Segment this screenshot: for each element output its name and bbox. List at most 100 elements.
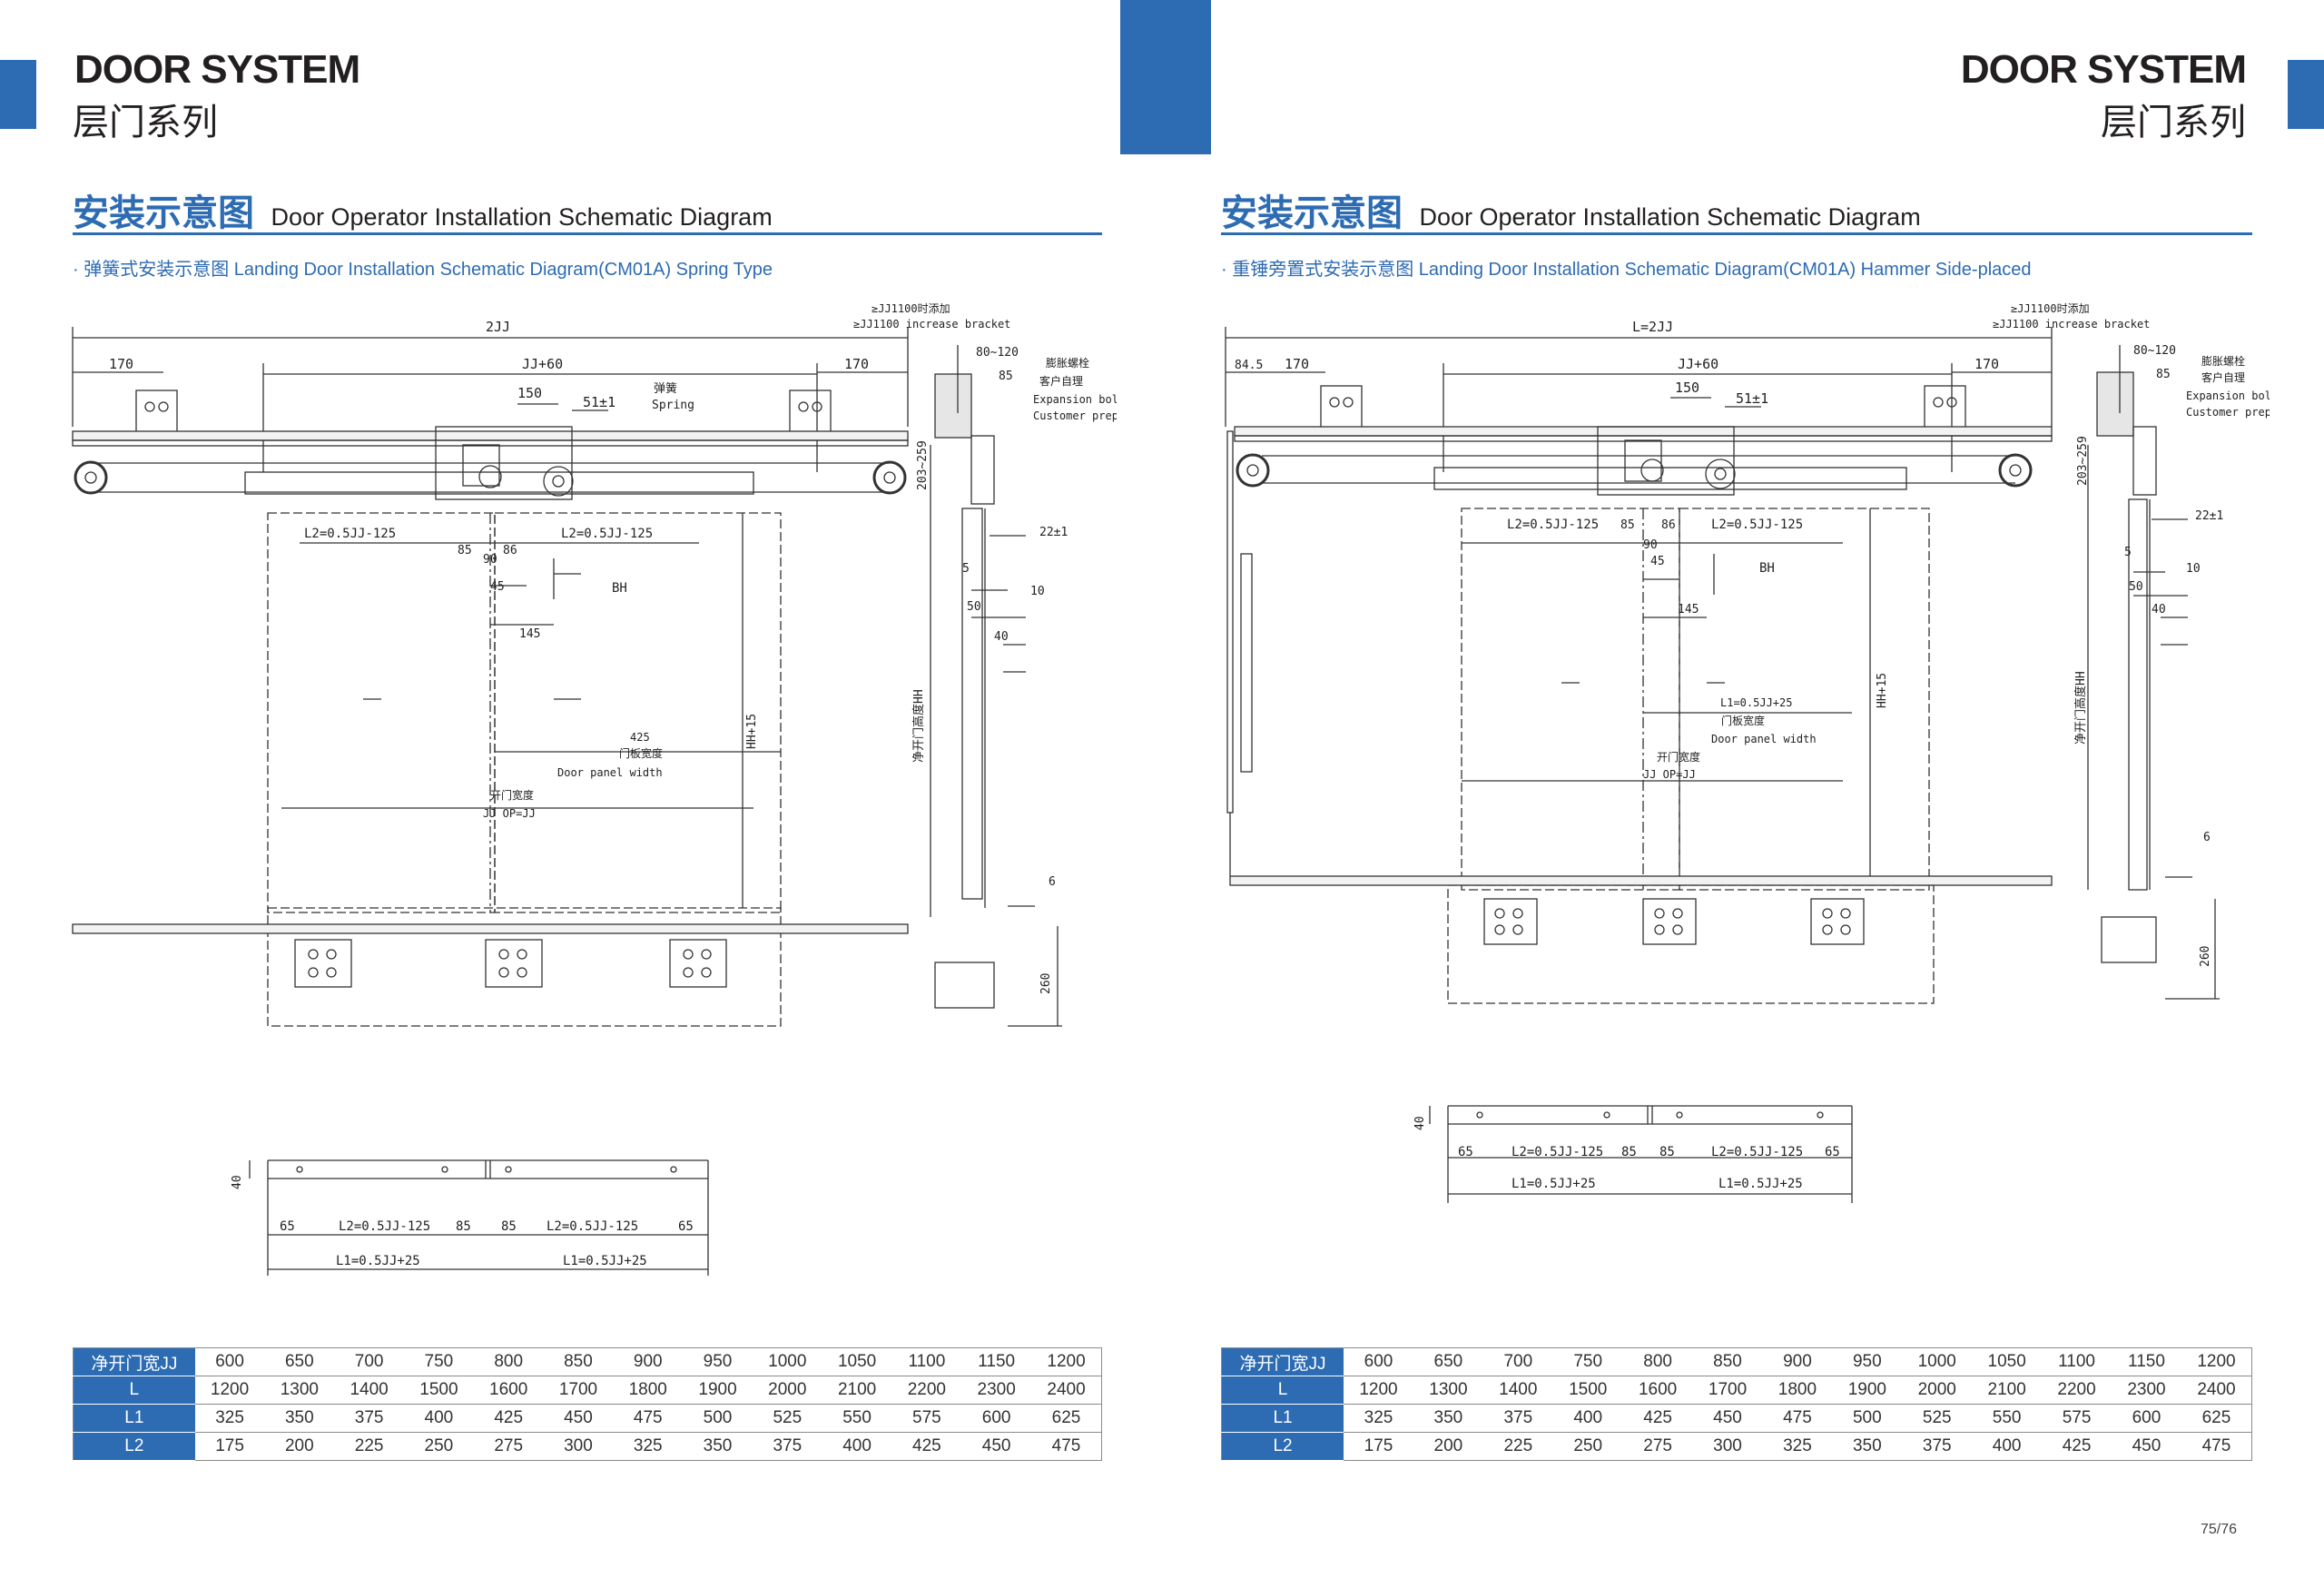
table-cell: 1700 <box>1692 1376 1763 1405</box>
center-spine-tab <box>1120 0 1211 154</box>
label-40: 40 <box>994 630 1009 644</box>
table-cell: 400 <box>404 1404 474 1433</box>
table-cell: 600 <box>2112 1404 2181 1433</box>
label-5: 5 <box>962 562 970 576</box>
label-bh: BH <box>612 581 627 596</box>
label-85-inner: 85 <box>458 544 472 557</box>
label-170b: 170 <box>844 356 869 372</box>
label-panel-en: Door panel width <box>557 766 663 779</box>
table-cell: 250 <box>1552 1432 1623 1461</box>
table-cell: 950 <box>683 1347 753 1376</box>
table-cell: 425 <box>1622 1404 1693 1433</box>
label-260: 260 <box>1039 973 1053 994</box>
table-cell: 575 <box>2042 1404 2112 1433</box>
label-bolt-cn: 膨胀螺栓 <box>2201 354 2245 368</box>
brand-title-right: DOOR SYSTEM <box>1960 47 2247 92</box>
table-cell: 850 <box>543 1347 614 1376</box>
label-l2a: L2=0.5JJ-125 <box>1507 518 1599 532</box>
label-hh15: HH+15 <box>745 714 759 749</box>
table-cell: 375 <box>1902 1432 1973 1461</box>
table-cell: 1150 <box>2112 1347 2181 1376</box>
table-cell: 525 <box>1902 1404 1973 1433</box>
label-panel-cn: 门板宽度 <box>619 746 663 760</box>
table-cell: 1700 <box>543 1376 614 1405</box>
table-cell: 700 <box>334 1347 405 1376</box>
section-title-left: 安装示意图 Door Operator Installation Schemat… <box>73 183 773 236</box>
label-84-5: 84.5 <box>1235 359 1263 372</box>
table-cell: 275 <box>1622 1432 1693 1461</box>
label-22: 22±1 <box>2195 509 2223 523</box>
label-s85a: 85 <box>456 1219 471 1234</box>
brand-subtitle-left: 层门系列 <box>73 102 218 143</box>
table-cell: 300 <box>543 1432 614 1461</box>
table-cell: 1100 <box>2042 1347 2112 1376</box>
table-cell: 325 <box>194 1404 265 1433</box>
drawing-svg-left: 2JJ 170 170 JJ+60 150 51±1 弹簧 Spring ≥JJ… <box>72 302 1125 1276</box>
label-22: 22±1 <box>1039 526 1068 539</box>
table-cell: 175 <box>1344 1432 1413 1461</box>
label-sl1b: L1=0.5JJ+25 <box>1718 1177 1803 1191</box>
label-150: 150 <box>517 385 542 401</box>
label-open-cn: 开门宽度 <box>1657 750 1700 764</box>
label-hh15: HH+15 <box>1876 673 1889 708</box>
table-cell: 425 <box>891 1432 962 1461</box>
table-cell: 750 <box>404 1347 474 1376</box>
row-header: L2 <box>73 1432 195 1461</box>
row-header: L1 <box>73 1404 195 1433</box>
table-cell: 475 <box>1762 1404 1833 1433</box>
label-86: 86 <box>1661 518 1676 532</box>
table-cell: 475 <box>1031 1432 1102 1461</box>
table-cell: 2300 <box>961 1376 1032 1405</box>
section-rule-left <box>73 232 1102 235</box>
label-sl2a: L2=0.5JJ-125 <box>339 1219 430 1234</box>
label-increase-en: ≥JJ1100 increase bracket <box>853 318 1010 330</box>
table-cell: 1000 <box>1902 1347 1973 1376</box>
table-cell: 1300 <box>1413 1376 1483 1405</box>
table-cell: 175 <box>194 1432 265 1461</box>
label-10: 10 <box>1030 585 1045 598</box>
brand-title-left: DOOR SYSTEM <box>74 47 360 92</box>
table-cell: 1200 <box>1344 1376 1413 1405</box>
label-bolt-en: Expansion bolt <box>2186 390 2270 402</box>
label-sl2b: L2=0.5JJ-125 <box>1711 1145 1803 1159</box>
table-cell: 450 <box>2112 1432 2181 1461</box>
table-cell: 1500 <box>404 1376 474 1405</box>
table-cell: 325 <box>613 1432 684 1461</box>
label-s85a: 85 <box>1621 1145 1637 1159</box>
label-45: 45 <box>1650 555 1665 568</box>
table-cell: 800 <box>1622 1347 1693 1376</box>
label-sl1a: L1=0.5JJ+25 <box>1512 1177 1596 1191</box>
label-86: 86 <box>503 544 517 557</box>
table-cell: 600 <box>194 1347 265 1376</box>
table-cell: 1150 <box>961 1347 1032 1376</box>
label-5: 5 <box>2124 546 2132 559</box>
label-sl2a: L2=0.5JJ-125 <box>1512 1145 1603 1159</box>
table-cell: 950 <box>1832 1347 1903 1376</box>
label-panel-cn: 门板宽度 <box>1721 714 1765 727</box>
table-cell: 350 <box>1832 1432 1903 1461</box>
table-cell: 2100 <box>1972 1376 2043 1405</box>
table-cell: 300 <box>1692 1432 1763 1461</box>
label-jj60: JJ+60 <box>1678 356 1718 372</box>
table-cell: 1100 <box>891 1347 962 1376</box>
label-open-cn: 开门宽度 <box>490 788 534 802</box>
label-hh: 净开门高度HH <box>911 689 926 763</box>
label-51: 51±1 <box>583 394 615 410</box>
label-50: 50 <box>2129 580 2143 594</box>
label-prep-cn: 客户自理 <box>1039 374 1083 388</box>
label-bh: BH <box>1759 561 1775 576</box>
table-cell: 1900 <box>683 1376 753 1405</box>
table-cell: 650 <box>1413 1347 1483 1376</box>
table-cell: 2200 <box>2042 1376 2112 1405</box>
table-cell: 900 <box>1762 1347 1833 1376</box>
table-cell: 350 <box>264 1404 335 1433</box>
label-s40: 40 <box>231 1175 244 1189</box>
row-header: 净开门宽JJ <box>1221 1347 1344 1376</box>
table-cell: 325 <box>1762 1432 1833 1461</box>
section-title-cn: 安装示意图 <box>1221 192 1403 234</box>
brand-subtitle-right: 层门系列 <box>2101 102 2246 143</box>
